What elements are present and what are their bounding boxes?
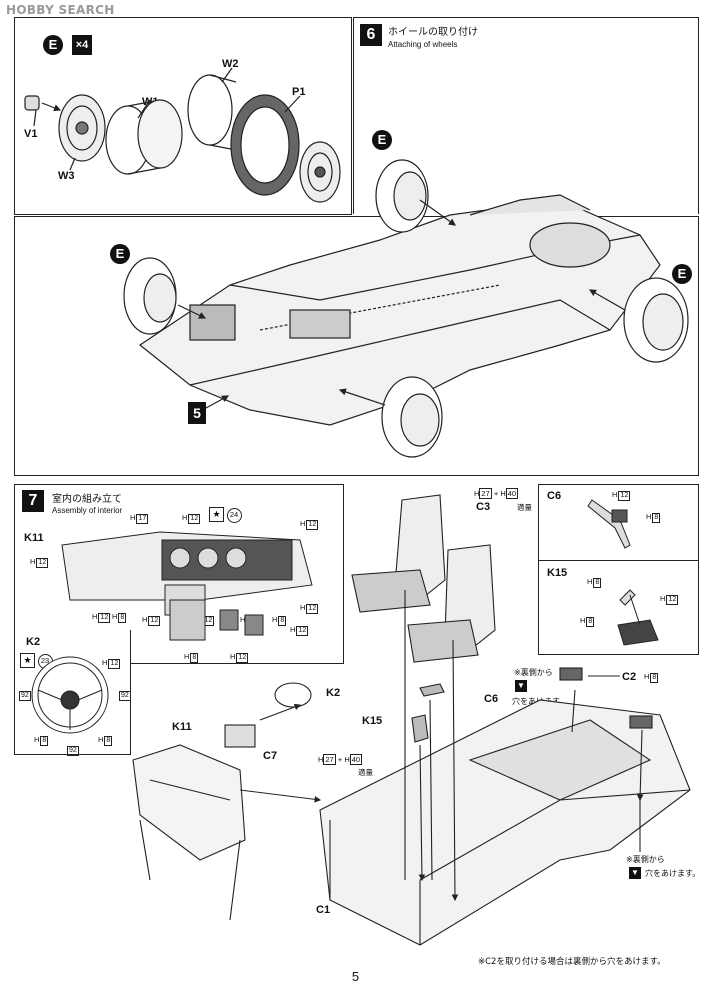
note-drill-top: 穴をあけます。 (512, 697, 568, 706)
part-tree-e-badge: E (43, 35, 63, 55)
step6-title-en: Attaching of wheels (388, 40, 458, 49)
step6-number: 6 (360, 24, 382, 46)
label-c7: C7 (263, 750, 278, 762)
e-badge-front-right: E (432, 356, 452, 376)
label-k11-dash: K11 (24, 532, 44, 544)
step7-number: 7 (22, 490, 44, 512)
panel-wheel-assembly (14, 17, 352, 215)
part-label-w3: W3 (58, 170, 75, 182)
drill-icon-bottom: ▼ (629, 867, 641, 879)
label-k15: K15 (362, 715, 383, 727)
paint-c3-amount: 適量 (517, 503, 532, 512)
quantity-badge: ×4 (72, 35, 92, 55)
part-label-w2: W2 (222, 58, 239, 70)
paint-c1-amount: 適量 (358, 768, 373, 777)
watermark: HOBBY SEARCH (6, 3, 115, 17)
e-badge-rear-right: E (672, 264, 692, 284)
step7-title-ja: 室内の組み立て (52, 494, 122, 505)
step7-title-en: Assembly of interior (52, 506, 123, 515)
part-label-p1: P1 (292, 86, 306, 98)
label-k15-box: K15 (547, 567, 568, 579)
part-label-v1: V1 (24, 128, 38, 140)
part-label-w1: W1 (142, 96, 159, 108)
paint-92-right: 92 (119, 691, 131, 701)
panel-step7-steering (14, 630, 131, 755)
e-badge-front-left: E (110, 244, 130, 264)
page-number: 5 (351, 969, 360, 984)
star-marker-24: ★ 24 (209, 507, 242, 523)
label-c3: C3 (476, 501, 491, 513)
step5-reference: 5 (188, 402, 206, 424)
paint-92-left: 92 (19, 691, 31, 701)
e-badge-rear-left: E (372, 130, 392, 150)
note-from-back-top: ※裏側から (514, 668, 553, 677)
note-from-back-bottom: ※裏側から (626, 855, 665, 864)
step6-title-ja: ホイールの取り付け (388, 27, 478, 38)
label-c1: C1 (316, 904, 331, 916)
label-c2: C2 (622, 671, 637, 683)
label-k11: K11 (172, 721, 192, 733)
note-c2-drill: ※C2を取り付ける場合は裏側から穴をあけます。 (478, 957, 666, 967)
label-k2: K2 (326, 687, 341, 699)
drill-icon-top: ▼ (515, 680, 527, 692)
paint-92-bottom: 92 (67, 746, 79, 756)
label-c6-box: C6 (547, 490, 562, 502)
star-marker-23: ★ 23 (20, 653, 53, 669)
label-c6: C6 (484, 693, 499, 705)
label-k2-steering: K2 (26, 636, 41, 648)
note-drill-bottom: 穴をあけます。 (645, 869, 701, 878)
